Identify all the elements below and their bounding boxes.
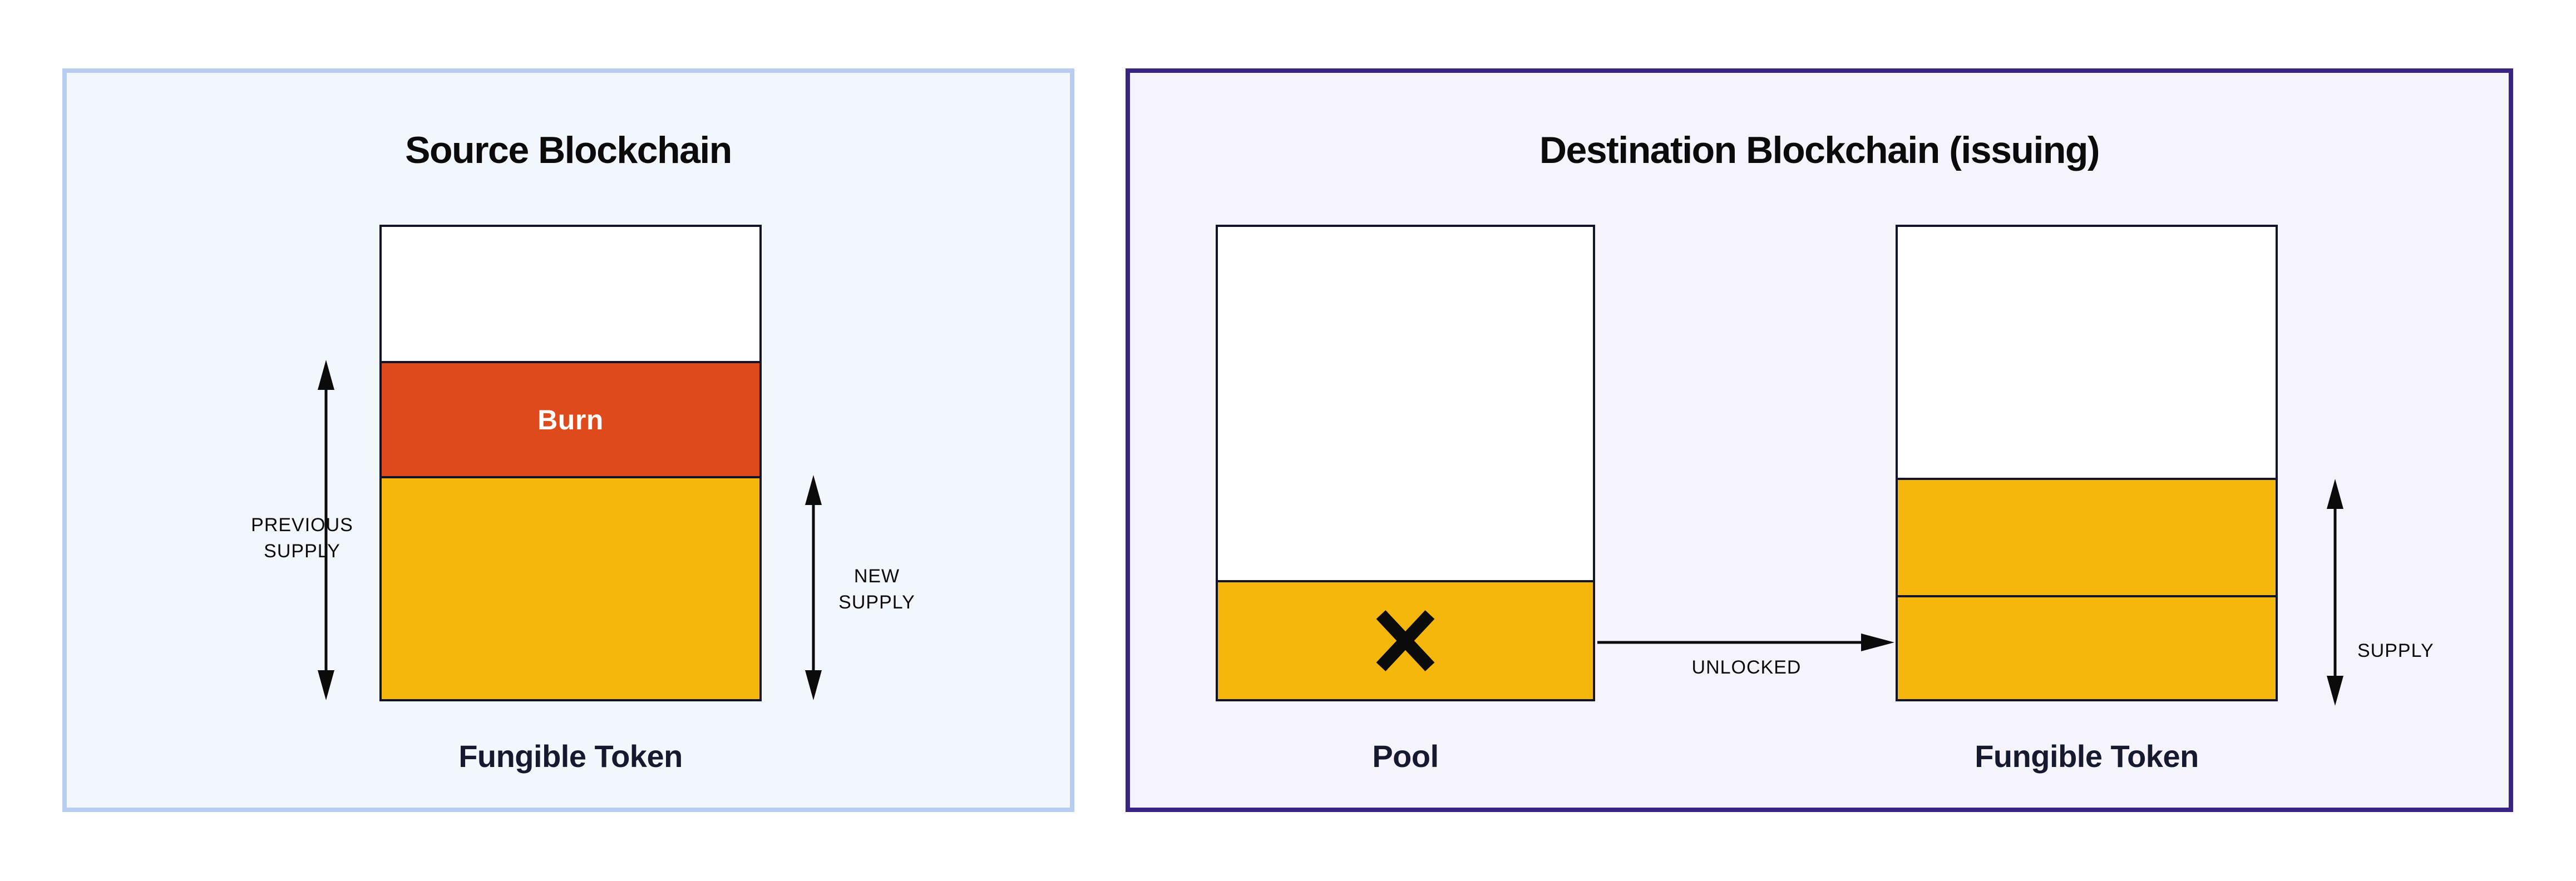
pool-bar-segment-empty	[1218, 227, 1593, 581]
source-bar-segment-empty	[382, 227, 759, 362]
supply-arrow-icon	[2327, 479, 2343, 706]
supply-label: SUPPLY	[2357, 640, 2434, 661]
burn-label: Burn	[537, 404, 604, 435]
source-bar-segment-burn: Burn	[382, 361, 759, 477]
token-bar-segment-unlocked	[1898, 595, 2276, 699]
source-panel-title: Source Blockchain	[405, 129, 732, 171]
token-bar-segment-empty	[1898, 227, 2276, 478]
source-bar-caption: Fungible Token	[458, 739, 683, 774]
source-blockchain-panel: Source Blockchain Burn PREVIOUS SUPPLY N…	[62, 68, 1074, 812]
destination-bar-caption: Fungible Token	[1975, 739, 2199, 774]
pool-bar	[1216, 225, 1595, 701]
source-bar-segment-supply	[382, 476, 759, 699]
destination-panel-title: Destination Blockchain (issuing)	[1539, 129, 2100, 171]
new-supply-arrow-icon	[805, 475, 822, 700]
destination-token-bar	[1896, 225, 2278, 701]
pool-bar-caption: Pool	[1372, 739, 1439, 774]
new-supply-label: NEW SUPPLY	[838, 566, 915, 613]
unlocked-arrow-icon	[1597, 633, 1894, 651]
source-token-bar: Burn	[379, 225, 762, 701]
unlocked-label: UNLOCKED	[1691, 657, 1802, 678]
pool-bar-segment-locked	[1218, 580, 1593, 699]
token-bar-segment-supply	[1898, 477, 2276, 596]
previous-supply-label: PREVIOUS SUPPLY	[251, 514, 353, 562]
previous-supply-arrow-icon	[318, 360, 334, 700]
x-mark-icon	[1376, 610, 1435, 671]
destination-blockchain-panel: Destination Blockchain (issuing) Pool UN…	[1126, 68, 2513, 812]
